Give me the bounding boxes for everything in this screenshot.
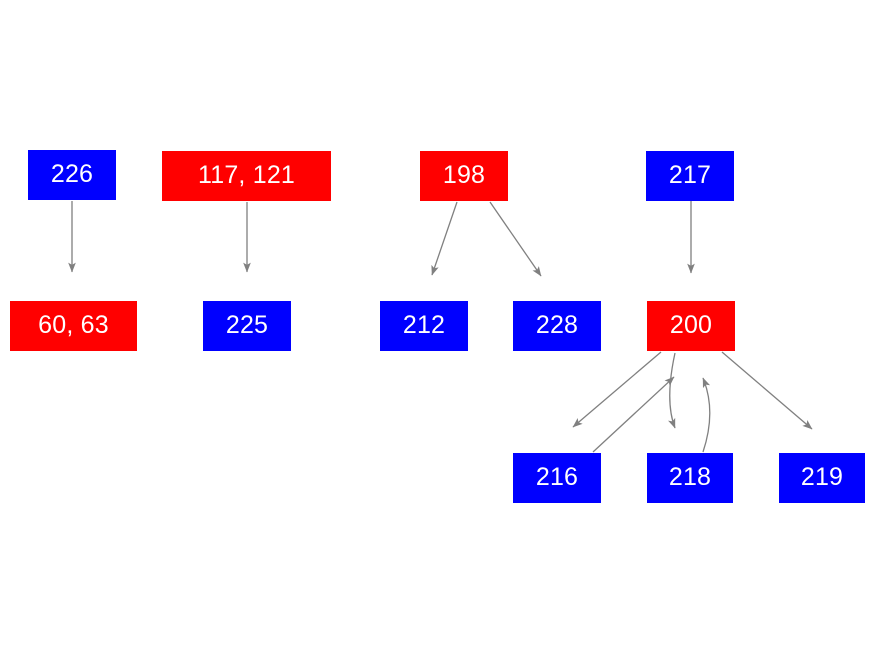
edge-200-to-216 [572, 351, 662, 428]
node-label: 60, 63 [38, 310, 109, 339]
edge-198-to-212 [431, 201, 458, 276]
node-198[interactable]: 198 [420, 151, 508, 201]
node-label: 216 [535, 462, 579, 491]
node-label: 228 [535, 310, 579, 339]
edge-216-to-200 [592, 376, 675, 453]
node-200[interactable]: 200 [647, 301, 735, 351]
node-217[interactable]: 217 [646, 151, 734, 201]
node-216[interactable]: 216 [513, 453, 601, 503]
node-label: 219 [800, 462, 844, 491]
node-219[interactable]: 219 [779, 453, 865, 503]
node-60-63[interactable]: 60, 63 [10, 301, 137, 351]
node-label: 200 [669, 310, 713, 339]
node-label: 217 [668, 160, 712, 189]
edge-200-to-218 [668, 352, 676, 429]
node-label: 212 [402, 310, 446, 339]
node-label: 218 [668, 462, 712, 491]
node-label: 117, 121 [197, 160, 296, 189]
node-225[interactable]: 225 [203, 301, 291, 351]
node-226[interactable]: 226 [28, 150, 116, 200]
node-212[interactable]: 212 [380, 301, 468, 351]
edge-200-to-219 [721, 351, 813, 430]
edge-218-to-200 [702, 377, 711, 453]
node-117-121[interactable]: 117, 121 [162, 151, 331, 201]
node-label: 226 [50, 159, 94, 188]
node-228[interactable]: 228 [513, 301, 601, 351]
edge-198-to-228 [489, 201, 542, 277]
node-label: 198 [442, 160, 486, 189]
node-label: 225 [225, 310, 269, 339]
node-218[interactable]: 218 [647, 453, 733, 503]
